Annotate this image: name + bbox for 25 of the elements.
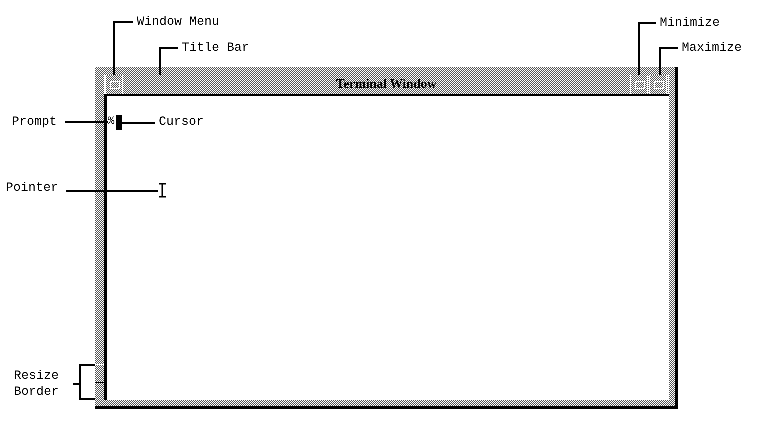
callout-label: Prompt xyxy=(12,114,58,130)
callout-label: Window Menu xyxy=(137,14,220,30)
callout-label: Title Bar xyxy=(182,40,250,56)
leader-line xyxy=(659,47,678,75)
window-menu-button xyxy=(105,75,123,94)
callout-label: Pointer xyxy=(6,180,59,196)
title-bar xyxy=(104,75,669,94)
i-beam-pointer-icon xyxy=(158,183,167,198)
leader-line xyxy=(159,47,178,75)
leader-line xyxy=(113,21,133,75)
callout-label: Minimize xyxy=(660,15,720,31)
leader-line xyxy=(638,22,656,75)
minimize-button xyxy=(630,75,648,94)
leader-line xyxy=(65,121,108,123)
callout-label: Maximize xyxy=(682,40,742,56)
text-cursor xyxy=(116,115,122,130)
leader-line xyxy=(72,364,96,400)
maximize-button xyxy=(649,75,667,94)
terminal-window xyxy=(95,67,678,409)
leader-line xyxy=(122,122,155,124)
window-title: Terminal Window xyxy=(336,76,437,92)
callout-label: Cursor xyxy=(159,114,204,130)
callout-label: Resize Border xyxy=(14,368,70,400)
leader-line xyxy=(66,190,158,192)
prompt-symbol: % xyxy=(108,114,115,130)
